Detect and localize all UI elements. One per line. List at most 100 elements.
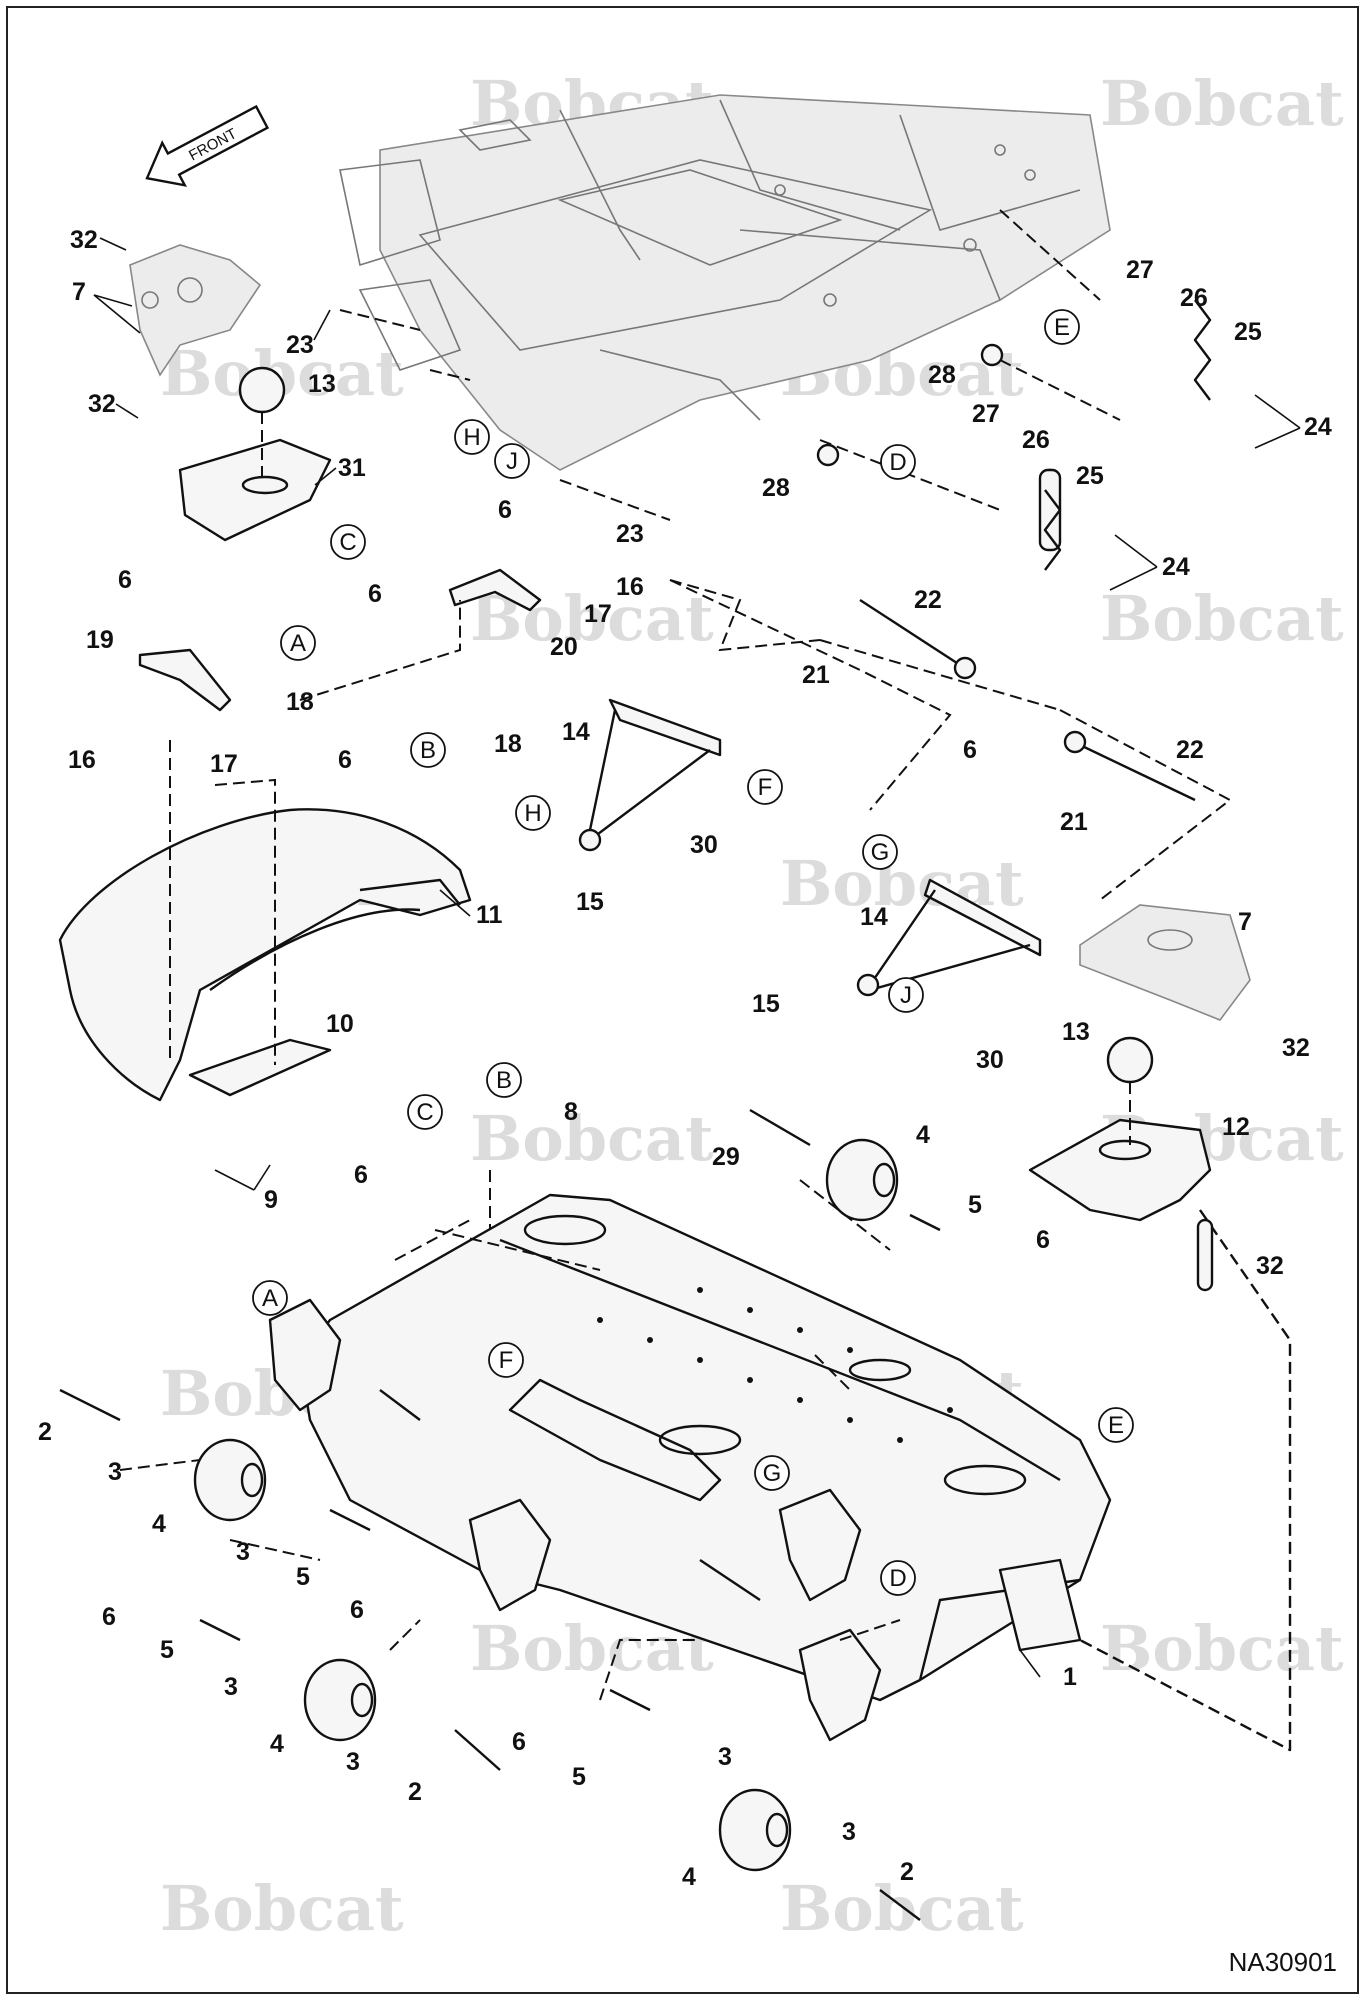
svg-text:G: G xyxy=(763,1460,782,1487)
watermark-text: Bobcat xyxy=(470,1102,714,1175)
callout-22: 22 xyxy=(914,586,942,614)
connector-H: H xyxy=(454,419,490,455)
svg-text:C: C xyxy=(339,529,356,556)
callout-6: 6 xyxy=(350,1596,364,1624)
number-callouts: 1 2 2 2 3 3 3 3 3 3 4 4 4 4 5 5 5 5 6 6 … xyxy=(38,226,1332,1891)
part-20-bracket xyxy=(448,568,542,612)
part-4-caster-wheel-4 xyxy=(825,1138,899,1222)
callout-11: 11 xyxy=(476,901,503,929)
svg-text:C: C xyxy=(416,1099,433,1126)
callout-4: 4 xyxy=(682,1863,696,1891)
connector-B: B xyxy=(486,1062,522,1098)
callout-7: 7 xyxy=(1238,908,1252,936)
callout-18: 18 xyxy=(286,688,314,716)
callout-6: 6 xyxy=(338,746,352,774)
svg-text:J: J xyxy=(900,982,912,1009)
callout-13: 13 xyxy=(308,370,336,398)
part-7-bracket-right xyxy=(1079,904,1251,1021)
callout-24: 24 xyxy=(1162,553,1190,581)
svg-text:F: F xyxy=(758,774,773,801)
callout-16: 16 xyxy=(616,573,644,601)
connector-G: G xyxy=(754,1455,790,1491)
part-4-caster-wheel-2 xyxy=(303,1658,377,1742)
callout-16: 16 xyxy=(68,746,96,774)
connector-D: D xyxy=(880,1560,916,1596)
callout-23: 23 xyxy=(616,520,644,548)
callout-5: 5 xyxy=(160,1636,174,1664)
connector-F: F xyxy=(747,769,783,805)
callout-15: 15 xyxy=(752,990,780,1018)
callout-6: 6 xyxy=(354,1161,368,1189)
svg-text:F: F xyxy=(499,1347,514,1374)
svg-text:B: B xyxy=(496,1067,512,1094)
connector-A: A xyxy=(280,625,316,661)
callout-29: 29 xyxy=(712,1143,740,1171)
connector-H: H xyxy=(515,795,551,831)
callout-17: 17 xyxy=(584,600,612,628)
svg-text:G: G xyxy=(871,839,890,866)
callout-4: 4 xyxy=(152,1510,166,1538)
part-22-shaft-lower xyxy=(1063,730,1196,802)
part-7-bracket-left xyxy=(129,244,262,377)
callout-25: 25 xyxy=(1076,462,1104,490)
callout-6: 6 xyxy=(963,736,977,764)
callout-leaders xyxy=(93,237,1301,1678)
part-22-shaft-upper xyxy=(859,598,977,680)
watermark-text: Bobcat xyxy=(1100,1612,1344,1685)
callout-15: 15 xyxy=(576,888,604,916)
callout-3: 3 xyxy=(346,1748,360,1776)
callout-4: 4 xyxy=(916,1121,930,1149)
callout-27: 27 xyxy=(1126,256,1154,284)
callout-22: 22 xyxy=(1176,736,1204,764)
callout-2: 2 xyxy=(408,1778,422,1806)
callout-6: 6 xyxy=(512,1728,526,1756)
callout-2: 2 xyxy=(38,1418,52,1446)
svg-text:A: A xyxy=(262,1285,278,1312)
part-4-caster-wheel-3 xyxy=(718,1788,792,1872)
watermark-text: Bobcat xyxy=(780,1872,1024,1945)
connector-C: C xyxy=(330,524,366,560)
connector-letters: A A B B C C D D E E F F G G H H J J xyxy=(252,309,1134,1596)
callout-12: 12 xyxy=(1222,1113,1250,1141)
svg-text:D: D xyxy=(889,449,906,476)
connector-G: G xyxy=(862,834,898,870)
svg-text:A: A xyxy=(290,630,306,657)
callout-24: 24 xyxy=(1304,413,1332,441)
callout-3: 3 xyxy=(718,1743,732,1771)
connector-B: B xyxy=(410,732,446,768)
watermark-text: Bobcat xyxy=(780,847,1024,920)
callout-17: 17 xyxy=(210,750,238,778)
svg-text:E: E xyxy=(1054,314,1070,341)
callout-31: 31 xyxy=(338,454,366,482)
callout-14: 14 xyxy=(562,718,590,746)
part-10-plate xyxy=(188,1038,332,1097)
part-12-plate xyxy=(1028,1036,1212,1222)
front-arrow: FRONT xyxy=(145,104,270,187)
deck-holes xyxy=(597,1287,953,1443)
svg-text:E: E xyxy=(1108,1412,1124,1439)
callout-32: 32 xyxy=(1256,1252,1284,1280)
callout-6: 6 xyxy=(498,496,512,524)
connector-F: F xyxy=(488,1342,524,1378)
callout-30: 30 xyxy=(976,1046,1004,1074)
callout-20: 20 xyxy=(550,633,578,661)
diagram-frame xyxy=(6,6,1359,1994)
machine-chassis-outline xyxy=(339,94,1111,471)
callout-6: 6 xyxy=(118,566,132,594)
connector-A: A xyxy=(252,1280,288,1316)
callout-32: 32 xyxy=(88,390,116,418)
callout-28: 28 xyxy=(928,361,956,389)
callout-32: 32 xyxy=(1282,1034,1310,1062)
callout-30: 30 xyxy=(690,831,718,859)
part-4-caster-wheel-1 xyxy=(193,1438,267,1522)
callout-6: 6 xyxy=(1036,1226,1050,1254)
callout-14: 14 xyxy=(860,903,888,931)
callout-21: 21 xyxy=(802,661,830,689)
svg-text:H: H xyxy=(463,424,480,451)
callout-26: 26 xyxy=(1180,284,1208,312)
callout-2: 2 xyxy=(900,1858,914,1886)
callout-5: 5 xyxy=(572,1763,586,1791)
watermark-text: Bobcat xyxy=(160,1872,404,1945)
callout-9: 9 xyxy=(264,1186,278,1214)
